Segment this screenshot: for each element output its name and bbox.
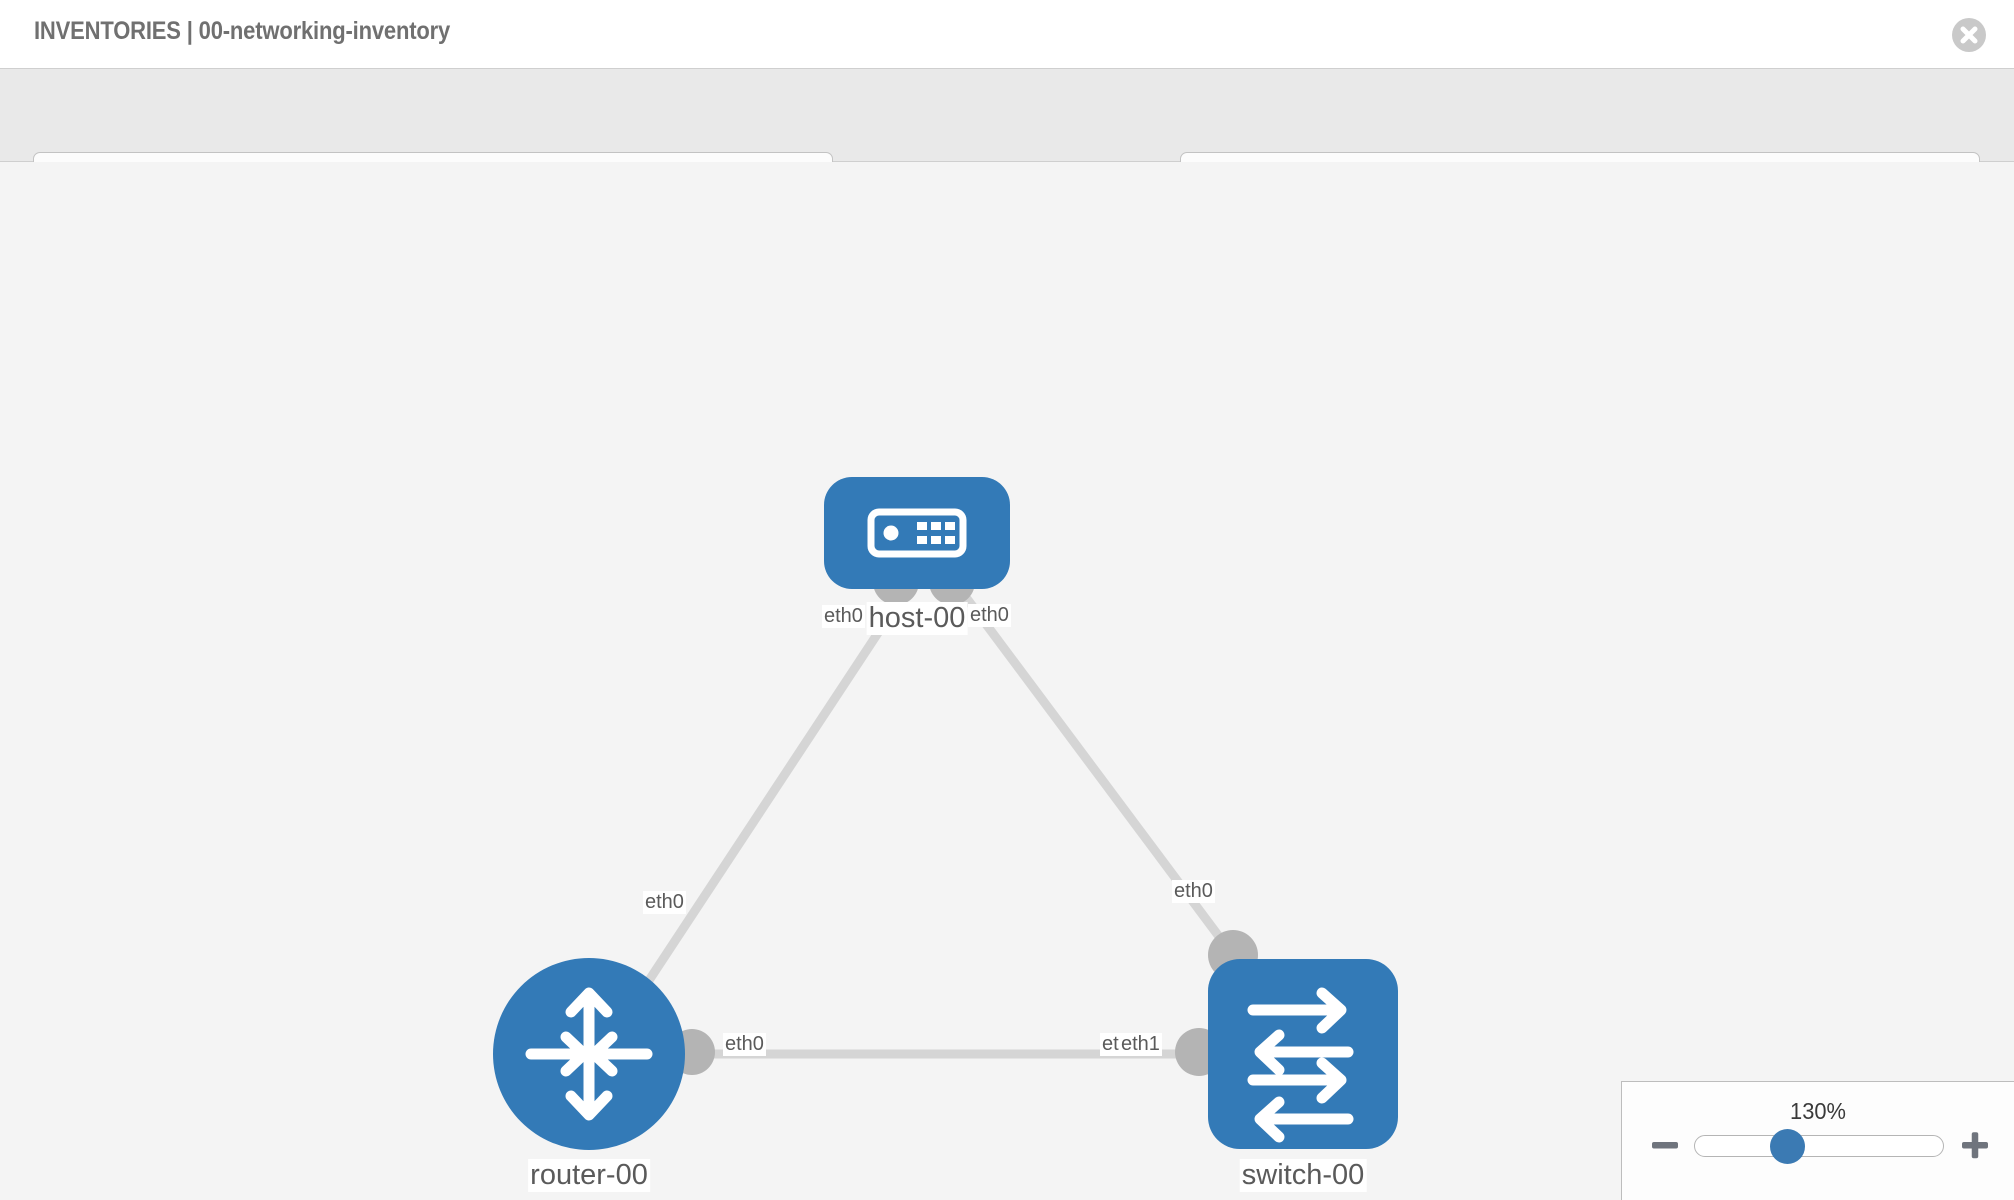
zoom-control-panel: 130% [1621, 1081, 2014, 1200]
topology-canvas[interactable]: eth0 eth0 eth0 eth0 eth0 eth eth1 host-0… [0, 162, 2014, 1198]
close-button[interactable] [1952, 18, 1986, 52]
topology-graph [493, 477, 1398, 1150]
edge-label-router-north: eth0 [643, 891, 686, 914]
node-router-00[interactable] [493, 958, 685, 1150]
zoom-slider-track[interactable] [1694, 1135, 1944, 1157]
edge-label-switch-north: eth0 [1172, 880, 1215, 903]
zoom-in-button[interactable] [1958, 1128, 1992, 1162]
edge-label-router-east: eth0 [723, 1033, 766, 1056]
page-title: INVENTORIES | 00-networking-inventory [34, 17, 451, 45]
switch-arrows-icon [1247, 987, 1354, 1143]
server-icon [867, 508, 967, 558]
close-icon [1960, 26, 1978, 44]
toolbar: ACTIONS SEARCH [0, 68, 2014, 208]
edge-label-host-right: eth0 [968, 604, 1011, 627]
minus-icon [1652, 1142, 1678, 1149]
link-host-switch [958, 589, 1242, 965]
link-host-router [636, 589, 909, 997]
zoom-out-button[interactable] [1648, 1128, 1682, 1162]
edge-label-switch-west-b: eth1 [1119, 1033, 1162, 1056]
zoom-slider-thumb[interactable] [1770, 1129, 1805, 1164]
plus-icon [1962, 1132, 1988, 1159]
node-label-switch-00: switch-00 [1239, 1159, 1367, 1192]
page-header: INVENTORIES | 00-networking-inventory [0, 0, 2014, 68]
node-label-host-00: host-00 [866, 602, 968, 635]
node-label-router-00: router-00 [528, 1159, 650, 1192]
zoom-percent-label: 130% [1790, 1098, 1846, 1124]
node-switch-00[interactable] [1208, 959, 1398, 1149]
edge-label-host-left: eth0 [822, 605, 865, 628]
node-host-00[interactable] [824, 477, 1010, 589]
router-arrows-icon [525, 987, 653, 1121]
topology-links [636, 589, 1242, 1059]
